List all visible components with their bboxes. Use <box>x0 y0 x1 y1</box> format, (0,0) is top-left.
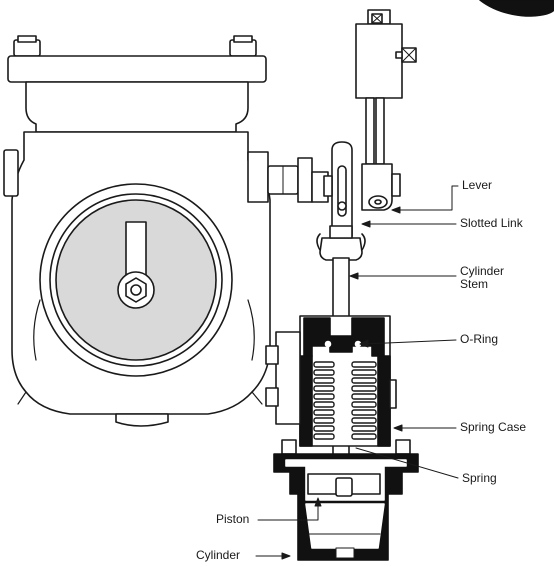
corner-part <box>479 0 554 17</box>
piston-leader <box>257 499 319 521</box>
right-boss <box>247 151 269 203</box>
top-flange <box>7 55 267 83</box>
left-lug <box>3 149 19 197</box>
cylinder-assembly <box>273 439 419 561</box>
spring-leader <box>355 447 459 479</box>
o-ring-leader <box>361 339 457 345</box>
lever-leader <box>391 185 459 211</box>
slotted-link <box>323 141 353 237</box>
shaft-assembly <box>267 157 329 203</box>
stem-clevis <box>316 225 366 261</box>
bonnet <box>25 81 249 133</box>
sight-glass <box>39 183 233 377</box>
top-cap <box>303 317 385 357</box>
leader-lines <box>255 185 459 560</box>
bottom-foot <box>115 413 169 427</box>
spring <box>313 361 377 440</box>
lever <box>361 163 401 211</box>
switch-box <box>355 9 417 165</box>
